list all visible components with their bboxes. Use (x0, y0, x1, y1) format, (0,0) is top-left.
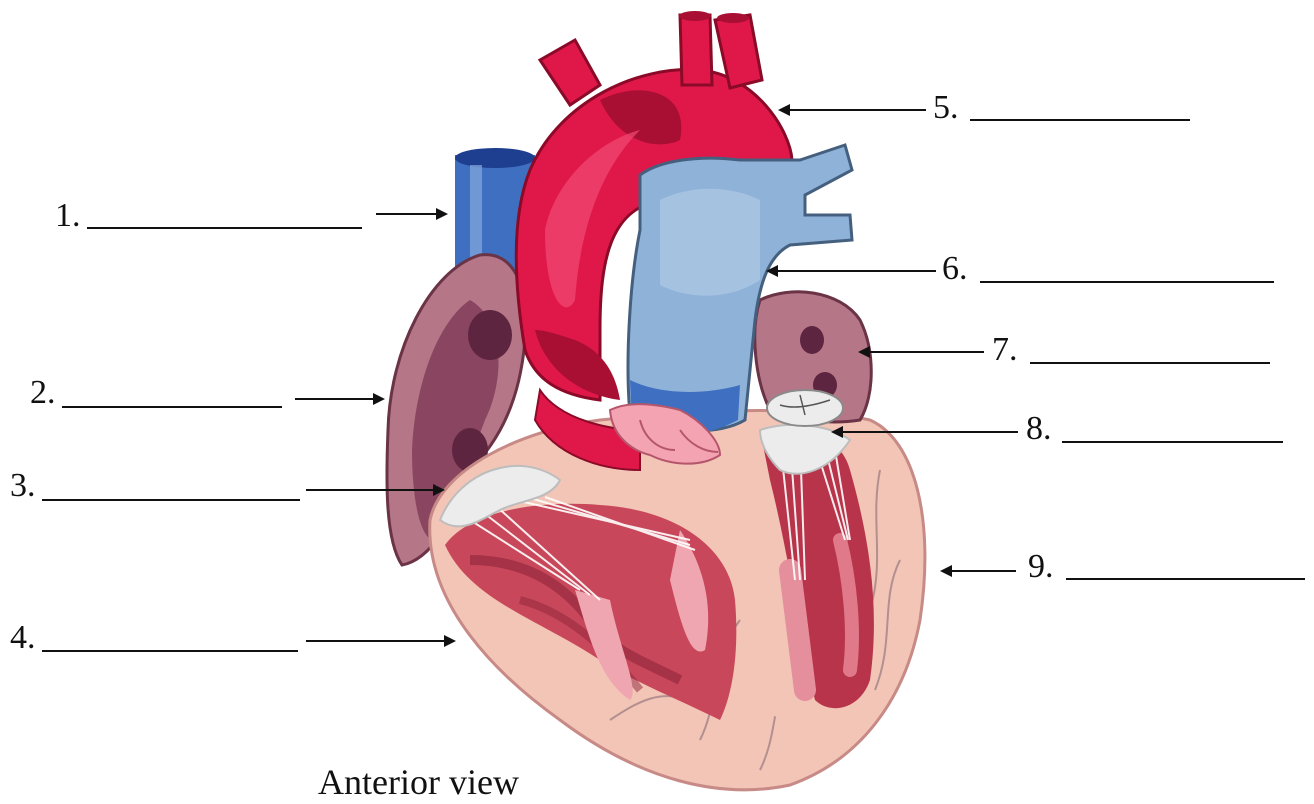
figure-caption: Anterior view (318, 762, 519, 802)
label-9: 9. (1028, 548, 1305, 585)
ventricles (430, 411, 925, 790)
label-number: 8. (1026, 410, 1052, 447)
arrowhead-2 (373, 393, 385, 405)
label-2: 2. (30, 374, 282, 411)
label-number: 2. (30, 374, 56, 411)
arrowhead-9 (940, 565, 952, 577)
label-number: 3. (10, 467, 36, 504)
heart-illustration (387, 11, 925, 790)
label-number: 6. (942, 250, 968, 287)
label-5: 5. (933, 89, 1190, 126)
arrowhead-5 (778, 104, 790, 116)
label-7: 7. (992, 331, 1270, 368)
arrowhead-1 (436, 208, 448, 220)
label-number: 4. (10, 619, 36, 656)
label-1: 1. (55, 197, 362, 234)
label-number: 9. (1028, 548, 1054, 585)
pulmonary-valve (767, 390, 843, 426)
label-8: 8. (1026, 410, 1283, 447)
arrowhead-4 (444, 635, 456, 647)
label-3: 3. (10, 467, 300, 504)
label-4: 4. (10, 619, 298, 656)
label-number: 5. (933, 89, 959, 126)
label-6: 6. (942, 250, 1274, 287)
label-number: 7. (992, 331, 1018, 368)
label-number: 1. (55, 197, 81, 234)
